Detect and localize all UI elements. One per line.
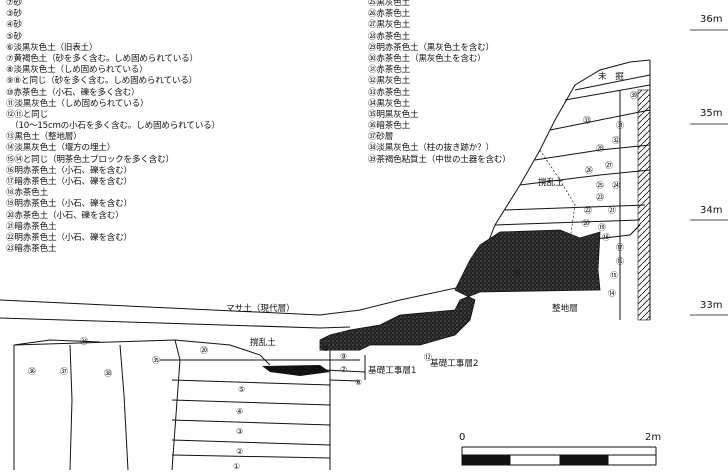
layer-number: ㉗: [605, 161, 613, 170]
layer-number: ㉝: [583, 116, 591, 125]
legend-entry: ㉙明赤茶色土（黒灰色土を含む）: [368, 42, 494, 53]
layer-number: ㉕: [596, 181, 604, 190]
layer-number: ㉟: [152, 356, 160, 365]
unexcavated-label: 未 掘: [598, 72, 624, 82]
legend-entry: ㉒明赤茶色土（小石、礫を含む）: [6, 232, 132, 243]
legend-entry: ㉛赤茶色土: [368, 65, 410, 76]
legend-entry: ⑧淡黒灰色土（しめ固められている）: [6, 65, 148, 76]
layer-number: ②: [236, 447, 244, 456]
masa-base: [0, 317, 351, 329]
legend-entry: ㉝赤茶色土: [368, 87, 410, 98]
legend-entry: ⑤砂: [6, 31, 22, 42]
legend-entry: ⑥淡黒灰色土（旧表土）: [6, 42, 98, 53]
layer-number: ⑳: [200, 346, 208, 355]
layer-number: ㉑: [608, 206, 616, 215]
masa-label: マサ土（現代層）: [226, 304, 295, 314]
legend-entry: ⑳赤茶色土（小石、礫を含む）: [6, 210, 124, 221]
layer-number: ㊱: [28, 367, 36, 376]
elevation-label: 36m: [700, 14, 723, 25]
layer-number: ⑤: [238, 385, 246, 394]
layer-number: ⑳: [582, 219, 590, 228]
legend-entry: ㊱暗茶色土: [368, 121, 410, 132]
foundation-2-label: 基礎工事層2: [430, 359, 479, 369]
legend-entry: ㉘赤茶色土: [368, 31, 410, 42]
legend-entry: ㉓暗赤茶色土: [6, 244, 57, 255]
layer-number: ①: [233, 462, 241, 471]
seichi-layer: [319, 229, 601, 351]
legend-entry: ㉖赤茶色土: [368, 9, 410, 20]
elevation-label: 33m: [700, 300, 723, 311]
legend-entry: ㉜黒灰色土: [368, 76, 410, 87]
elevation-label: 34m: [700, 205, 723, 216]
layer-number: ⑭: [608, 289, 616, 298]
layer-number: ⑥: [355, 378, 363, 387]
legend-entry: （10～15cmの小石を多く含む。しめ固められている）: [6, 121, 220, 132]
layer-number: ㉖: [585, 166, 593, 175]
layer-number: ⑦: [340, 365, 348, 374]
layer-number: ㉘: [596, 144, 604, 153]
legend-entry: ⑫⑪と同じ: [6, 109, 48, 120]
layer-number: ㉜: [612, 136, 620, 145]
ground-surface: [0, 59, 651, 316]
legend-entry: ⑱赤茶色土: [6, 188, 48, 199]
legend-entry: ⑭淡黒灰色土（堰方の埋土）: [6, 143, 116, 154]
layer-number: ㉛: [616, 121, 624, 130]
legend-entry: ㉕黒灰色土: [368, 0, 410, 8]
legend-entry: ㉟明黒灰色土: [368, 109, 419, 120]
legend-entry: ⑦黄褐色土（砂を多く含む。しめ固められている）: [6, 53, 198, 64]
layer-number: ⑨: [340, 352, 348, 361]
layer-number: ⑬: [512, 269, 520, 278]
legend-entry: ⑪淡黒灰色土（しめ固められている）: [6, 98, 149, 109]
legend-entry: ㉚赤茶色土（黒灰色土を含む）: [368, 53, 486, 64]
layer-number: ⑮: [610, 271, 618, 280]
legend-entry: ⑯明赤茶色土（小石、礫を含む）: [6, 165, 132, 176]
disturbed-soil-label: 撹乱土: [538, 178, 564, 188]
layer-number: ⑰: [616, 243, 624, 252]
layer-number: ⑲: [598, 223, 606, 232]
legend-entry: ⑮⑭と同じ（明茶色土ブロックを多く含む）: [6, 154, 174, 165]
layer-number: ⑫: [424, 353, 432, 362]
elevation-ticks: [690, 29, 728, 316]
legend-entry: ④砂: [6, 20, 22, 31]
legend-entry: ⑦砂: [6, 0, 22, 8]
legend-entry: ⑲明赤茶色土（小石、礫を含む）: [6, 199, 132, 210]
layer-number: ⑩: [322, 344, 330, 353]
layer-number: ㊳: [104, 369, 112, 378]
legend-entry: ㊴茶褐色粘質土（中世の土器を含む）: [368, 154, 511, 165]
legend-entry: ⑩赤茶色土（小石、礫を多く含む）: [6, 87, 140, 98]
legend-entry: ㊲砂層: [368, 132, 394, 143]
layer-number: ㉔: [612, 181, 620, 190]
scale-bar: [461, 446, 657, 466]
legend-entry: ③砂: [6, 9, 22, 20]
layer-number: ㉒: [584, 206, 592, 215]
layer-number: ㊲: [60, 367, 68, 376]
layer-number: ③: [236, 427, 244, 436]
layer-number: ⑱: [602, 233, 610, 242]
legend-entry: ㊳淡黒灰色土（柱の抜き跡か？）: [368, 143, 494, 154]
layer-number: ㉓: [596, 193, 604, 202]
layer-number: ④: [236, 407, 244, 416]
elevation-label: 35m: [700, 108, 723, 119]
layer-number: ㉞: [80, 337, 88, 346]
legend-entry: ⑰暗赤茶色土（小石、礫を含む）: [6, 177, 132, 187]
scale-end-label: 2m: [645, 432, 662, 443]
legend-entry: ㉞黒灰色土: [368, 98, 410, 109]
scale-start-label: 0: [459, 432, 466, 443]
layer-number: ⑯: [616, 257, 624, 266]
layer-number: ㊴: [630, 91, 638, 100]
legend-entry: ㉗黒灰色土: [368, 20, 410, 31]
legend-entry: ⑬黒色土（整地層）: [6, 132, 82, 143]
legend-entry: ⑨⑧と同じ（砂を多く含む。しめ固められている）: [6, 76, 198, 87]
disturbed-soil-label: 撹乱土: [250, 338, 276, 348]
foundation-layer-1: [262, 365, 330, 376]
seichi-label: 整地層: [552, 304, 578, 314]
foundation-1-label: 基礎工事層1: [368, 366, 417, 376]
unexcavated-wall: [637, 89, 651, 321]
legend-entry: ㉑暗赤茶色土: [6, 221, 57, 232]
